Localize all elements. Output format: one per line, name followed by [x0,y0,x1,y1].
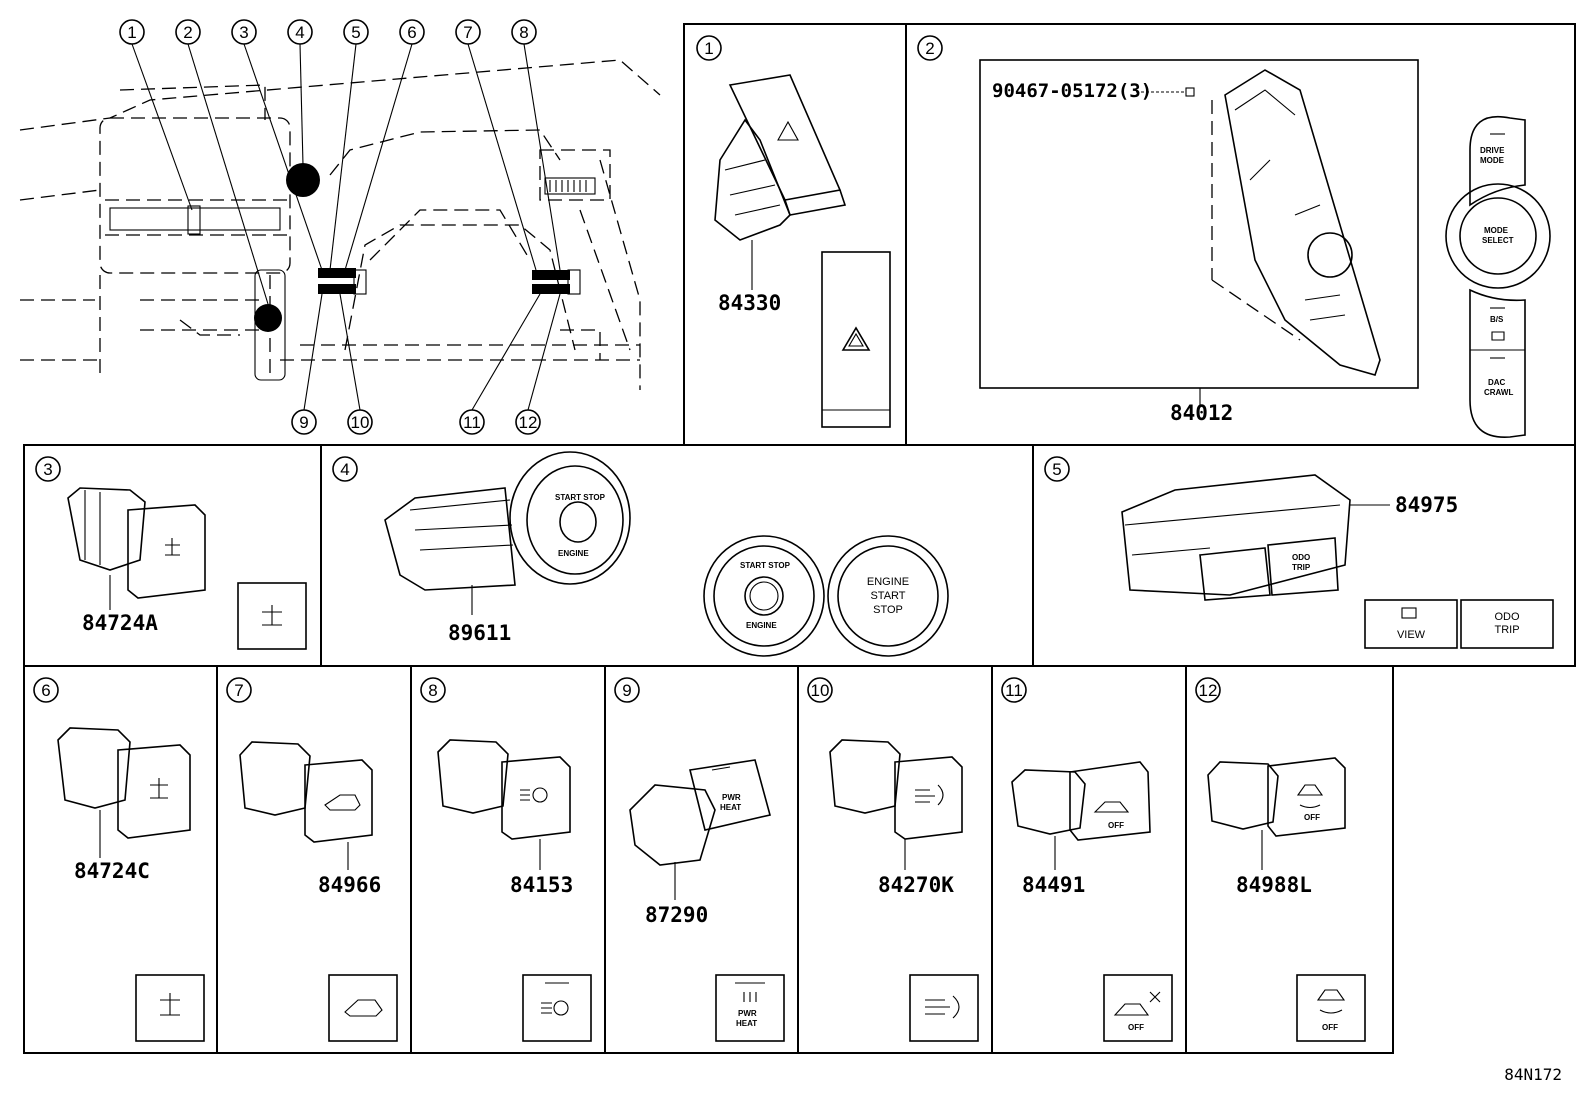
callout-2: 2 [175,19,269,305]
panel-2: 2 90467-05172(3) 84012 DRIVE MODE MODE S… [917,35,1551,438]
callout-4: 4 [287,19,313,166]
part-number-84491: 84491 [1022,873,1085,897]
svg-text:OFF: OFF [1304,813,1320,822]
callout-11: 11 [459,293,541,435]
callout-10: 10 [339,293,373,435]
svg-text:TRIP: TRIP [1494,624,1519,636]
panel-7: 7 84966 [226,677,398,1042]
svg-text:START: START [870,590,905,602]
callout-7: 7 [455,19,537,271]
svg-text:START STOP: START STOP [555,493,606,502]
panel-5: 5 ODO TRIP 84975 VIEW ODO TRIP [1044,456,1554,649]
svg-text:VIEW: VIEW [1397,629,1426,641]
svg-text:5: 5 [351,23,360,42]
svg-text:5: 5 [1052,460,1061,479]
svg-text:STOP: STOP [873,604,903,616]
svg-text:MODE: MODE [1484,226,1509,235]
svg-text:ENGINE: ENGINE [558,549,589,558]
svg-text:CRAWL: CRAWL [1484,388,1513,397]
svg-text:2: 2 [183,23,192,42]
part-number-84330: 84330 [718,291,781,315]
part-number-84966: 84966 [318,873,381,897]
callout-6: 6 [344,19,425,271]
panel-6: 6 84724C [33,677,205,1042]
svg-text:2: 2 [925,39,934,58]
svg-text:HEAT: HEAT [720,803,741,812]
svg-text:1: 1 [704,39,713,58]
svg-text:OFF: OFF [1322,1023,1338,1032]
callout-3: 3 [231,19,323,271]
svg-text:ODO: ODO [1494,611,1520,623]
part-number-84012: 84012 [1170,401,1233,425]
panel-4: 4 START STOP ENGINE 89611 START STOP ENG… [332,451,949,657]
svg-text:ODO: ODO [1292,553,1310,562]
svg-text:7: 7 [234,681,243,700]
panel-9: 9 PWR HEAT 87290 PWR HEAT [614,677,785,1042]
svg-text:MODE: MODE [1480,156,1505,165]
svg-text:10: 10 [811,681,830,700]
part-number-84988L: 84988L [1236,873,1312,897]
part-number-84975: 84975 [1395,493,1458,517]
svg-text:4: 4 [340,460,349,479]
panel-11: 11 OFF 84491 OFF [1001,677,1173,1042]
svg-text:6: 6 [407,23,416,42]
svg-text:HEAT: HEAT [736,1019,757,1028]
callout-12: 12 [515,293,561,435]
svg-text:ENGINE: ENGINE [867,576,909,588]
svg-text:11: 11 [1005,681,1023,700]
part-number-84270K: 84270K [878,873,954,897]
panel-3: 3 84724A [35,456,307,650]
svg-text:PWR: PWR [738,1009,757,1018]
svg-text:10: 10 [351,413,370,432]
svg-text:3: 3 [43,460,52,479]
callout-9: 9 [291,293,323,435]
svg-text:3: 3 [239,23,248,42]
svg-text:SELECT: SELECT [1482,236,1514,245]
callout-5: 5 [329,19,369,271]
callout-1: 1 [119,19,193,211]
svg-text:12: 12 [1199,681,1218,700]
svg-text:8: 8 [428,681,437,700]
diagram-code: 84N172 [1504,1065,1562,1084]
svg-text:ENGINE: ENGINE [746,621,777,630]
svg-text:OFF: OFF [1128,1023,1144,1032]
panel-frames [23,23,1576,1054]
overview-callouts: 1 2 3 4 5 6 7 8 9 10 11 12 [119,19,561,435]
svg-text:4: 4 [295,23,304,42]
part-number-89611: 89611 [448,621,511,645]
svg-text:START STOP: START STOP [740,561,791,570]
dashboard-overview [19,59,661,390]
panel-1: 1 84330 [696,35,891,428]
svg-text:TRIP: TRIP [1292,563,1311,572]
callout-8: 8 [511,19,561,271]
part-number-84153: 84153 [510,873,573,897]
svg-text:DAC: DAC [1488,378,1506,387]
panel-12: 12 OFF 84988L OFF [1195,677,1366,1042]
part-number-84724A: 84724A [82,611,158,635]
svg-text:7: 7 [463,23,472,42]
svg-text:11: 11 [463,413,481,432]
panel-8: 8 84153 [420,677,592,1042]
ref-part-90467: 90467-05172(3) [992,80,1152,102]
svg-text:9: 9 [622,681,631,700]
svg-text:6: 6 [41,681,50,700]
svg-text:B/S: B/S [1490,315,1504,324]
svg-text:8: 8 [519,23,528,42]
svg-text:12: 12 [519,413,538,432]
svg-text:1: 1 [127,23,136,42]
svg-text:PWR: PWR [722,793,741,802]
panel-10: 10 84270K [807,677,979,1042]
svg-text:OFF: OFF [1108,821,1124,830]
svg-text:DRIVE: DRIVE [1480,146,1505,155]
part-number-84724C: 84724C [74,859,150,883]
part-number-87290: 87290 [645,903,708,927]
svg-text:9: 9 [299,413,308,432]
